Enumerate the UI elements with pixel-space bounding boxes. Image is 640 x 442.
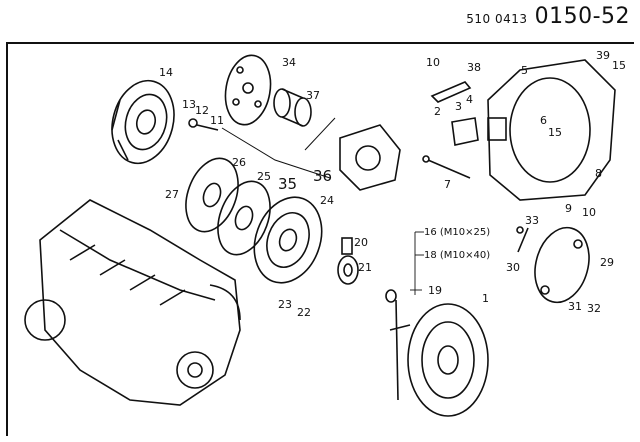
callout-36: 36 [313,167,332,185]
callout-4: 4 [466,93,473,106]
callout-18: 18 (M10×40) [424,250,490,261]
part-elastic-coupling [339,124,401,191]
callout-35: 35 [278,175,297,193]
callout-14: 14 [159,66,173,79]
callout-10-top: 10 [426,56,440,69]
callout-7: 7 [444,178,451,191]
callout-24: 24 [320,194,334,207]
part-pressure-disc [217,180,271,256]
callout-39: 39 [596,49,610,62]
callout-20: 20 [354,236,368,249]
part-flywheel [385,289,489,417]
callout-25: 25 [257,170,271,183]
part-release-bearing [337,237,359,285]
callout-22: 22 [297,306,311,319]
part-flywheel-disc [224,54,272,126]
document-number: 510 0413 0150-52 [466,4,630,29]
callout-37: 37 [306,89,320,102]
callout-34: 34 [282,56,296,69]
callout-29: 29 [600,256,614,269]
callout-3: 3 [455,100,462,113]
part-flywheel-housing [487,59,616,201]
callout-8: 8 [595,167,602,180]
part-clutch-assembly [253,196,323,284]
callout-15-mid: 15 [548,126,562,139]
doc-number-prefix: 510 0413 [466,12,528,26]
callout-23: 23 [278,298,292,311]
callout-15-top: 15 [612,59,626,72]
callout-33: 33 [525,214,539,227]
callout-2: 2 [434,105,441,118]
part-coupling [273,88,312,127]
part-friction-disc [185,157,239,233]
callout-9: 9 [565,202,572,215]
callout-13: 13 [182,98,196,111]
callout-21: 21 [358,261,372,274]
part-cover-plate [451,117,479,146]
callout-12: 12 [195,104,209,117]
callout-5: 5 [521,64,528,77]
callout-26: 26 [232,156,246,169]
callout-11: 11 [210,114,224,127]
doc-number-main: 0150-52 [534,4,630,29]
callout-27: 27 [165,188,179,201]
callout-10-right: 10 [582,206,596,219]
part-cover [516,226,590,304]
callout-6: 6 [540,114,547,127]
part-bracket [430,81,472,103]
callout-32: 32 [587,302,601,315]
callout-30: 30 [506,261,520,274]
callout-1: 1 [482,292,489,305]
part-bolt-11 [188,118,219,131]
part-rod [422,155,471,179]
part-engine-block [24,199,241,406]
callout-31: 31 [568,300,582,313]
callout-38: 38 [467,61,481,74]
part-clutch-plate [111,79,175,165]
callout-16: 16 (M10×25) [424,227,490,238]
diagram-frame [6,42,634,436]
callout-19: 19 [428,284,442,297]
